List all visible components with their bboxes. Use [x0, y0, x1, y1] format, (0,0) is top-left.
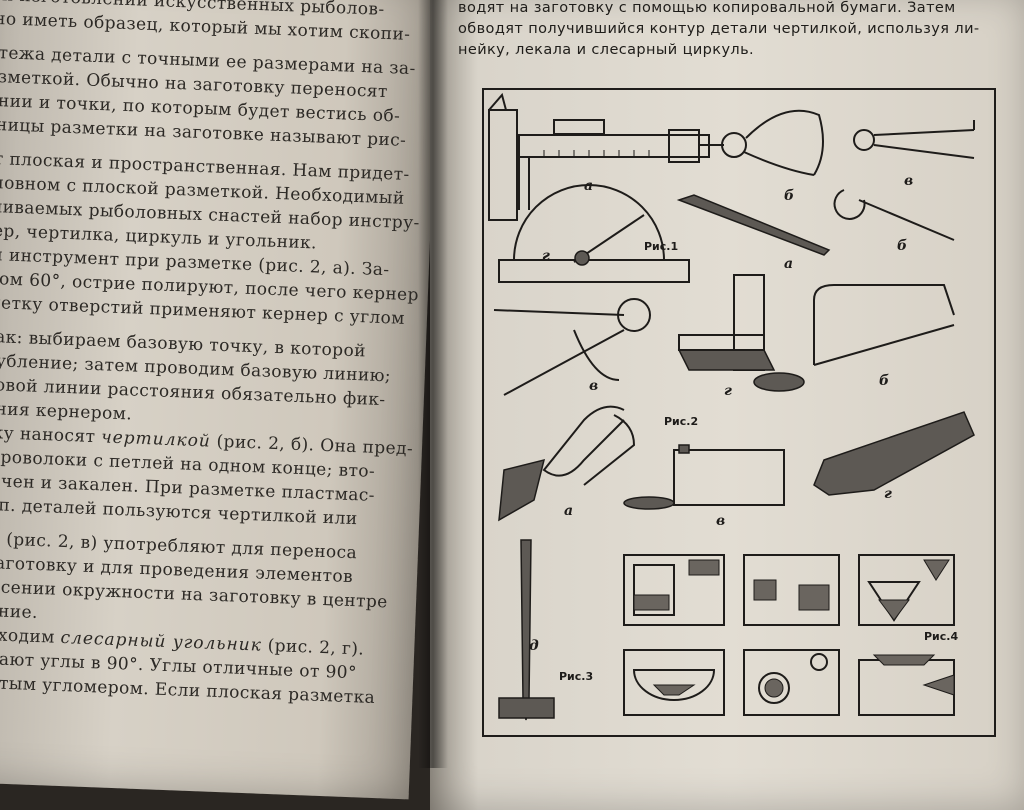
label-square: г [724, 383, 732, 399]
divider-drawing [853, 120, 975, 159]
fret-saw-drawing [623, 444, 785, 510]
label-center-punch: а [784, 256, 793, 272]
label-caliper: а [584, 178, 593, 194]
scratch-awl-drawing [498, 539, 555, 721]
text-segment: товку наносят [0, 422, 96, 448]
caption-fig2: Рис.2 [664, 415, 698, 428]
label-file: г [884, 486, 892, 502]
label-shears: а [564, 503, 573, 519]
figure-4-panels [623, 554, 955, 716]
vernier-caliper-drawing [488, 92, 724, 221]
scriber-drawing [833, 189, 955, 241]
caption-fig3: Рис.3 [559, 670, 593, 683]
right-page-text: водят на заготовку с помощью копировальн… [458, 0, 980, 61]
spring-caliper-drawing [721, 109, 824, 176]
label-awl: д [529, 638, 539, 654]
label-scriber: б [897, 238, 907, 254]
center-punch-drawing [676, 194, 831, 256]
caption-fig1: Рис.1 [644, 240, 678, 253]
book-gutter [418, 0, 448, 768]
text-line: обводят получившийся контур детали черти… [458, 21, 980, 37]
figure-plate: а б в г а б в г б а в г д Рис.1 Рис.2 Ри… [482, 88, 996, 737]
compass-drawing [493, 298, 651, 396]
label-outside-caliper: в [904, 173, 913, 189]
label-protractor: г [542, 248, 550, 264]
machinist-square-drawing [677, 274, 776, 371]
label-compass: в [589, 378, 598, 394]
label-fret-saw: в [716, 513, 725, 529]
tools-illustration: а б в г а б в г б а в г д Рис.1 Рис.2 Ри… [488, 92, 975, 721]
label-hacksaw: б [879, 373, 889, 389]
text-line: нейку, лекала и слесарный циркуль. [458, 42, 755, 58]
left-book-page: при изготовлении искусственных рыболов-ж… [0, 0, 440, 800]
text-segment: (рис. 2, г). [261, 635, 365, 660]
label-inside-caliper: б [784, 188, 794, 204]
right-book-page: водят на заготовку с помощью копировальн… [430, 0, 1024, 810]
hacksaw-drawing [753, 284, 955, 392]
caption-fig4: Рис.4 [924, 630, 958, 643]
italic-term: чертилкой [100, 427, 212, 452]
left-page-text: при изготовлении искусственных рыболов-ж… [0, 0, 420, 711]
file-drawing [813, 411, 975, 496]
text-segment: необходим [0, 623, 56, 648]
protractor-drawing [498, 184, 690, 283]
tin-shears-drawing [498, 405, 636, 522]
text-line: водят на заготовку с помощью копировальн… [458, 0, 956, 16]
